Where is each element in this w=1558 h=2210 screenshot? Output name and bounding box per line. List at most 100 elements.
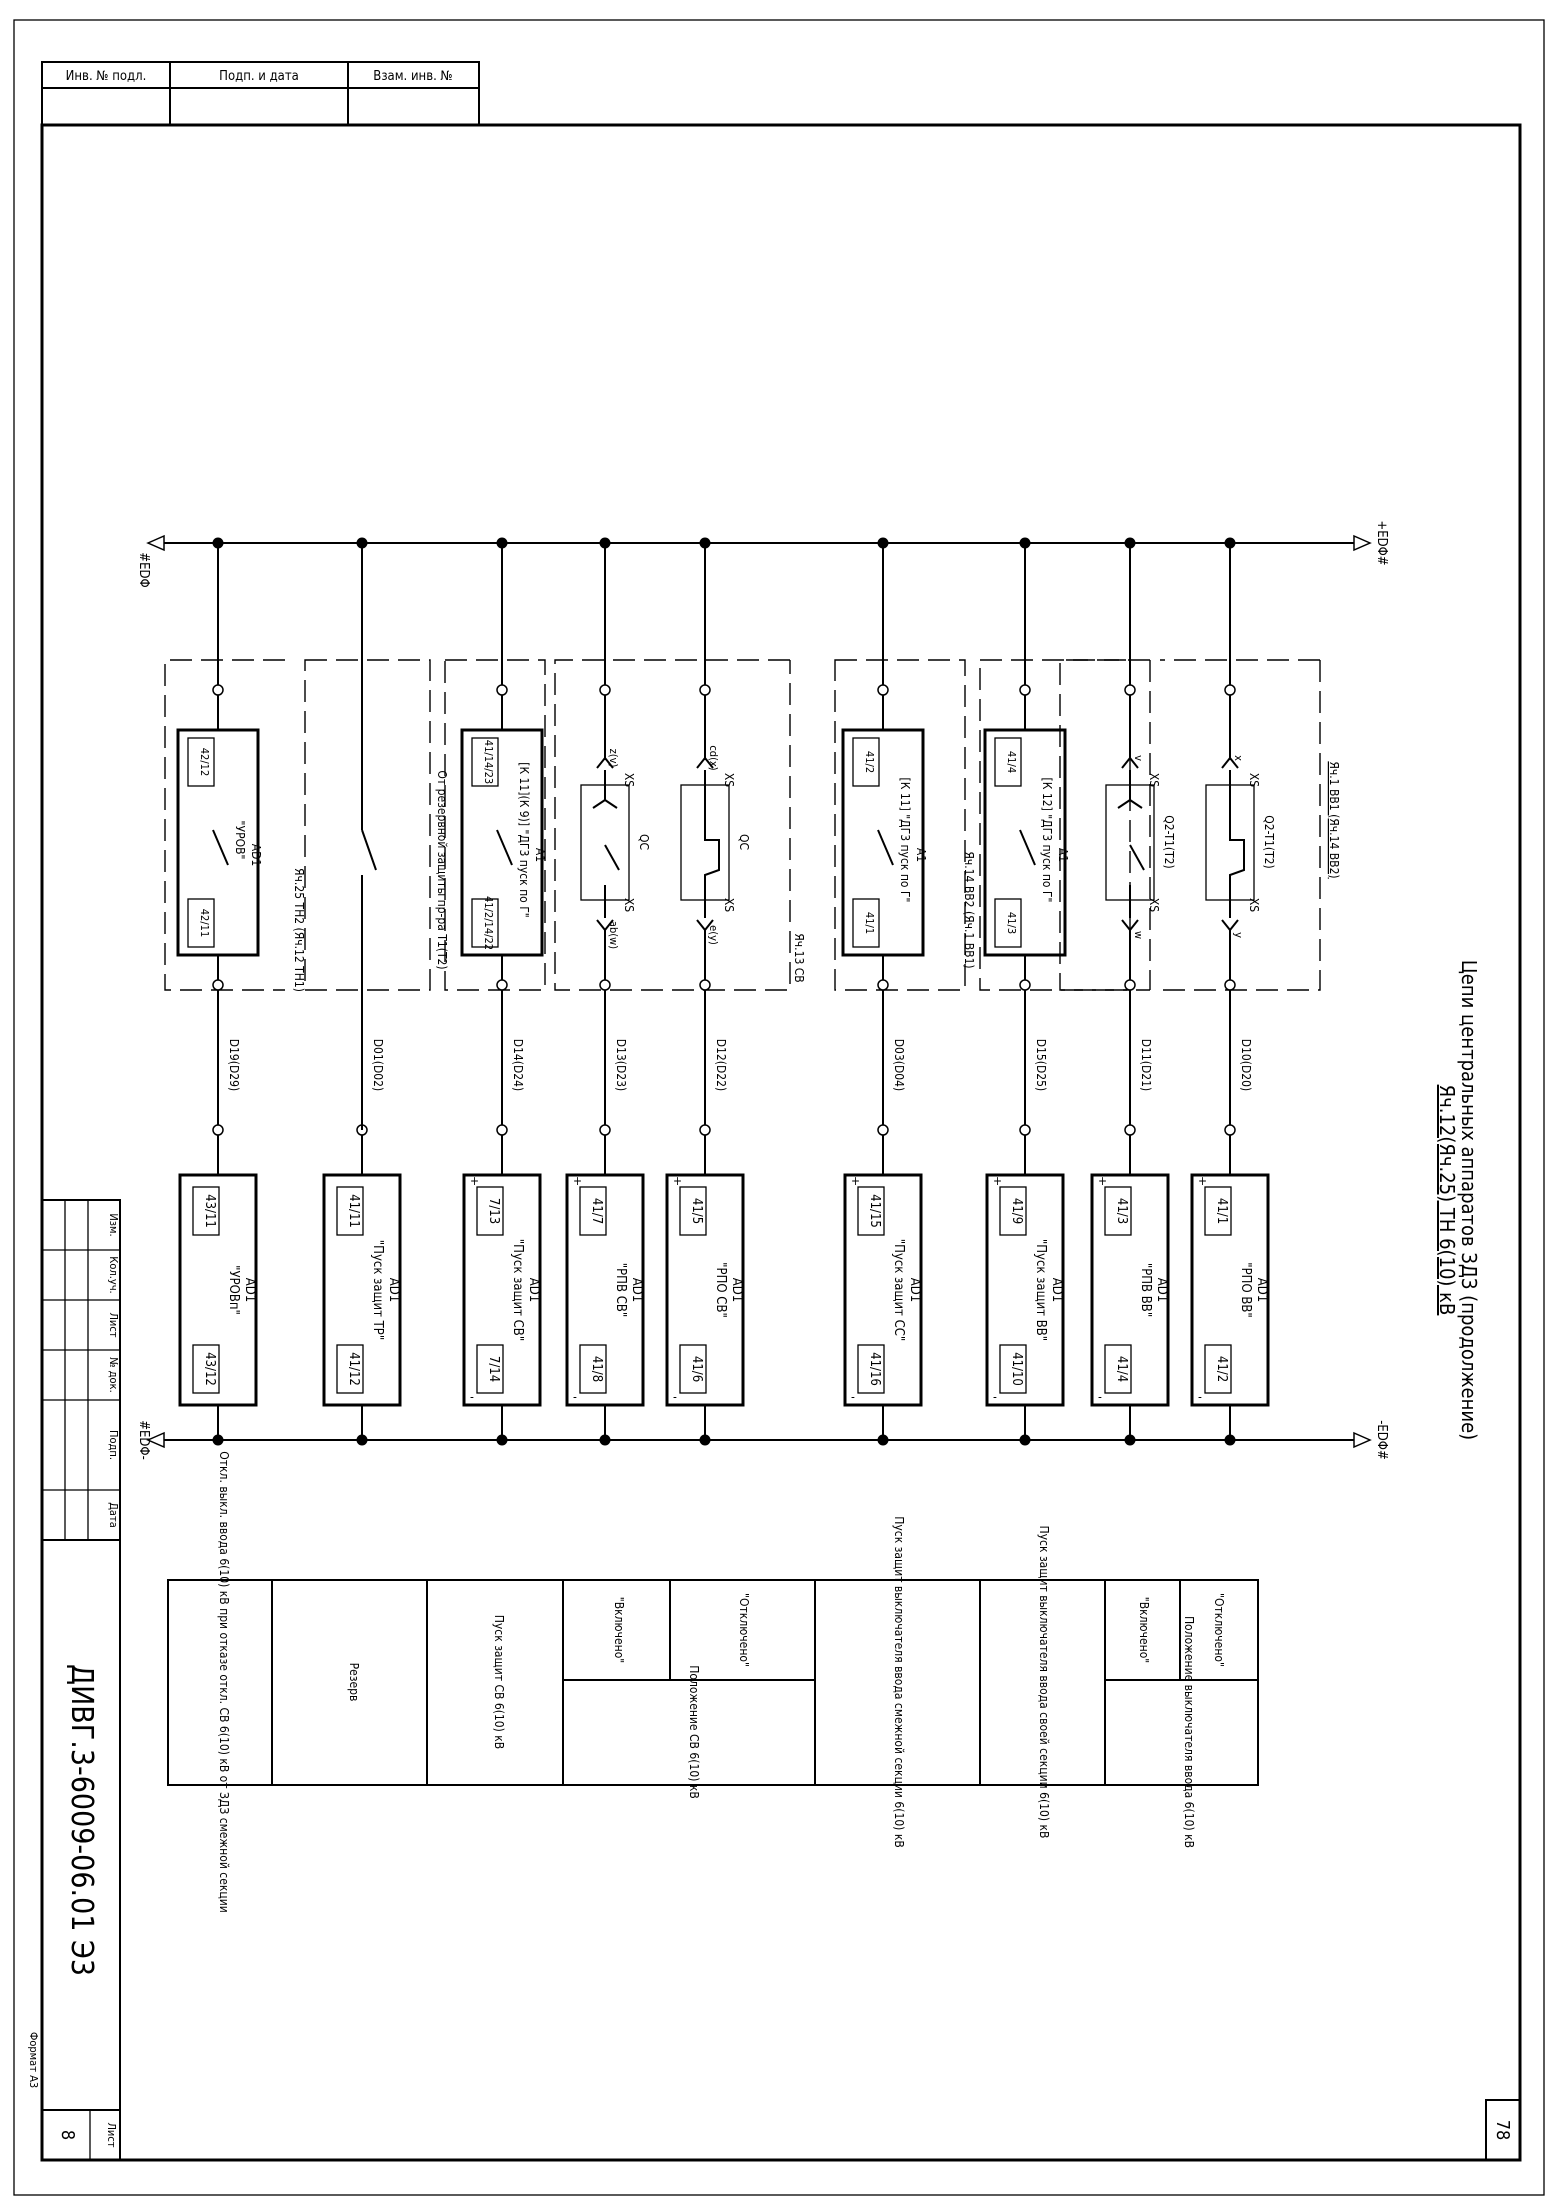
terminal-box-2: [1104, 1344, 1132, 1394]
wire-label: D13(D23): [614, 1039, 628, 1092]
switch-arrow-2: [604, 799, 618, 809]
wire-label: D19(D29): [227, 1039, 241, 1092]
xs-label-top: XS: [722, 773, 736, 787]
tb-list: Лист: [107, 1312, 120, 1337]
column-8: [322, 537, 402, 1446]
stamp-inv-podl: Инв. № подл.: [66, 69, 147, 84]
relay-contact-label: [К 12] "ДГ3 пуск по Г": [1040, 778, 1054, 903]
xs-connector-top: [596, 756, 614, 769]
relay-terminal-1: [994, 737, 1022, 787]
bus-minus-label: -EDΦ#: [1374, 1420, 1389, 1460]
ad1-label: AD1: [242, 1278, 257, 1302]
relay-device-label: A1: [533, 848, 547, 862]
xs-label-bottom: XS: [1147, 898, 1161, 912]
cell-node-bottom: [496, 979, 508, 991]
terminal-box-1: [192, 1186, 220, 1236]
relay-contact: [212, 829, 229, 866]
wire-node-bottom: [1224, 1124, 1236, 1136]
tb-data: Дата: [107, 1502, 120, 1528]
switch-box: [580, 784, 630, 901]
cell-node-top: [1019, 684, 1031, 696]
terminal-label-1: 7/13: [486, 1198, 501, 1224]
switch-symbol: [1229, 800, 1245, 885]
terminal-box-1: [579, 1186, 607, 1236]
terminal-label-1: 41/11: [346, 1194, 361, 1228]
switch-arrow-2: [1129, 799, 1143, 809]
relay-terminal-label-2: 41/1: [863, 912, 876, 934]
minus-sign: -: [1098, 1390, 1102, 1404]
legend-sv-start: Пуск защит СВ 6(10) кВ: [492, 1615, 506, 1749]
terminal-box-1: [857, 1186, 885, 1236]
relay-contact-label: [К 11](К 9)] "ДГ3 пуск по Г": [517, 762, 531, 918]
relay-terminal-label-2: 42/11: [198, 909, 211, 938]
terminal-box-2: [857, 1344, 885, 1394]
cell-node-top: [496, 684, 508, 696]
device-label: QC: [737, 834, 751, 850]
bus-minus-left-label: #EDΦ-: [136, 1420, 151, 1460]
switch-blade: [1129, 844, 1145, 871]
xs-connector-bottom: [1221, 919, 1239, 932]
legend-vv-position: Положение выключателя ввода 6(10) кВ: [1182, 1616, 1196, 1848]
column-6: +-: [565, 537, 645, 1446]
terminal-label-1: 41/3: [1114, 1198, 1129, 1224]
terminal-label-2: 41/6: [689, 1356, 704, 1382]
relay-terminal-2: [994, 898, 1022, 948]
cell-label-vv1: Яч.1 ВВ1 (Яч.14 ВВ2): [1327, 761, 1341, 878]
cell-node-top: [877, 684, 889, 696]
legend-sv-position: Положение СВ 6(10) кВ: [687, 1665, 701, 1799]
terminal-box-1: [1104, 1186, 1132, 1236]
title-line1: Яч.12(Яч.25) ТН 6(10) кВ: [1435, 1085, 1459, 1316]
xs-pin-a: v: [1132, 755, 1145, 761]
terminal-label-2: 41/2: [1214, 1356, 1229, 1382]
xs-label-top: XS: [622, 773, 636, 787]
wire-label: D11(D21): [1139, 1039, 1153, 1092]
cell-outlines: Яч.1 ВВ1 (Яч.14 ВВ2) Яч.14 ВВ2 (Яч.1 ВВ1…: [164, 659, 1341, 992]
relay-terminal-label-1: 41/14/23: [482, 740, 495, 784]
switch-blade: [361, 829, 377, 871]
terminal-label-2: 41/12: [346, 1352, 361, 1386]
terminal-box-1: [336, 1186, 364, 1236]
legend-vv-off: "Отключено": [1212, 1593, 1226, 1667]
relay-terminal-1: [471, 737, 499, 787]
device-label: Q2-T1(T2): [1262, 815, 1276, 869]
wire-label: D14(D24): [511, 1039, 525, 1092]
ad1-label: AD1: [526, 1278, 541, 1302]
bus-plus: +EDΦ# #EDΦ: [136, 520, 1389, 587]
minus-sign: -: [470, 1390, 474, 1404]
xs-pin-a: z(v): [607, 749, 620, 768]
relay-contact: [1019, 829, 1036, 866]
plus-sign: +: [673, 1174, 682, 1188]
ad1-block: [1090, 1173, 1170, 1407]
xs-pin-b: y: [1232, 932, 1245, 938]
plus-sign: +: [1098, 1174, 1107, 1188]
relay-contact-label: "УРОВ": [233, 821, 247, 860]
ad1-label: AD1: [1154, 1278, 1169, 1302]
wire-node-bottom: [877, 1124, 889, 1136]
relay-terminal-1: [187, 737, 215, 787]
terminal-box-2: [336, 1344, 364, 1394]
ad1-signal-label: "РПВ СВ": [613, 1263, 628, 1318]
cell-node-bottom: [599, 979, 611, 991]
tb-kol: Кол.уч.: [107, 1256, 120, 1293]
bus-minus: -EDΦ# #EDΦ-: [136, 1420, 1389, 1460]
terminal-label-1: 41/7: [589, 1198, 604, 1224]
terminal-box-1: [476, 1186, 504, 1236]
terminal-label-2: 41/4: [1114, 1356, 1129, 1382]
title-block: Изм. Кол.уч. Лист № док. Подп. Дата ДИВГ…: [27, 1199, 121, 2161]
terminal-box-2: [999, 1344, 1027, 1394]
page-number-box: 78: [1485, 2099, 1521, 2161]
ad1-signal-label: "РПО ВВ": [1238, 1262, 1253, 1318]
relay-block: [176, 728, 260, 957]
column-5: +-: [665, 537, 745, 1446]
xs-label-top: XS: [1147, 773, 1161, 787]
switch-symbol: [704, 800, 720, 885]
relay-block: [841, 728, 925, 957]
plus-sign: +: [573, 1174, 582, 1188]
terminal-label-1: 43/11: [202, 1194, 217, 1228]
outer-frame: [13, 19, 1545, 2196]
column-1: +-: [1190, 537, 1270, 1446]
minus-sign: -: [851, 1390, 855, 1404]
column-7: +-: [460, 537, 544, 1446]
relay-block: [983, 728, 1067, 957]
